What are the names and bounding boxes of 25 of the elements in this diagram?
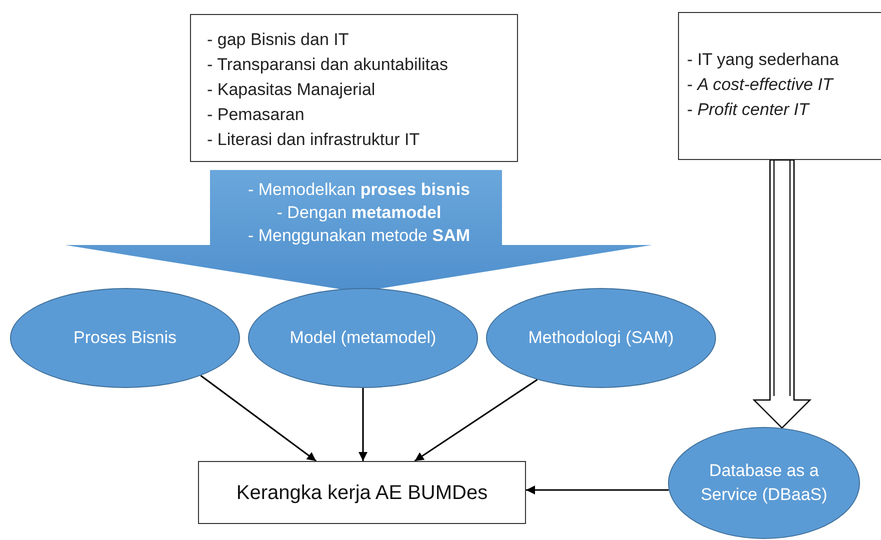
list-item: - Transparansi dan akuntabilitas	[207, 54, 448, 76]
arrow	[414, 378, 538, 462]
list-item: - IT yang sederhana	[687, 49, 839, 71]
arrow	[358, 388, 368, 461]
text-box	[198, 461, 526, 524]
node-label: - Memodelkan proses bisnis	[248, 179, 470, 201]
text-box	[678, 12, 881, 160]
node-label: Database as a Service (DBaaS)	[700, 460, 828, 506]
node-label: - Menggunakan metode SAM	[248, 225, 470, 247]
node-label: - Dengan metamodel	[276, 202, 442, 224]
list-item: - Literasi dan infrastruktur IT	[207, 129, 420, 151]
list-item: - gap Bisnis dan IT	[207, 29, 349, 51]
list-item: - Pemasaran	[207, 104, 304, 126]
arrow	[200, 374, 317, 462]
block-arrow	[65, 170, 653, 292]
list-item: - A cost-effective IT	[687, 74, 833, 96]
list-item: - Profit center IT	[687, 99, 809, 121]
node-label: Model (metamodel)	[290, 327, 436, 349]
list-item: - Kapasitas Manajerial	[207, 79, 376, 101]
hollow-block-arrow	[752, 159, 812, 429]
arrow	[526, 486, 669, 494]
text-box	[190, 14, 518, 162]
node-label: Proses Bisnis	[74, 327, 176, 349]
node-label: Kerangka kerja AE BUMDes	[236, 480, 488, 504]
node-label: Methodologi (SAM)	[528, 327, 674, 349]
